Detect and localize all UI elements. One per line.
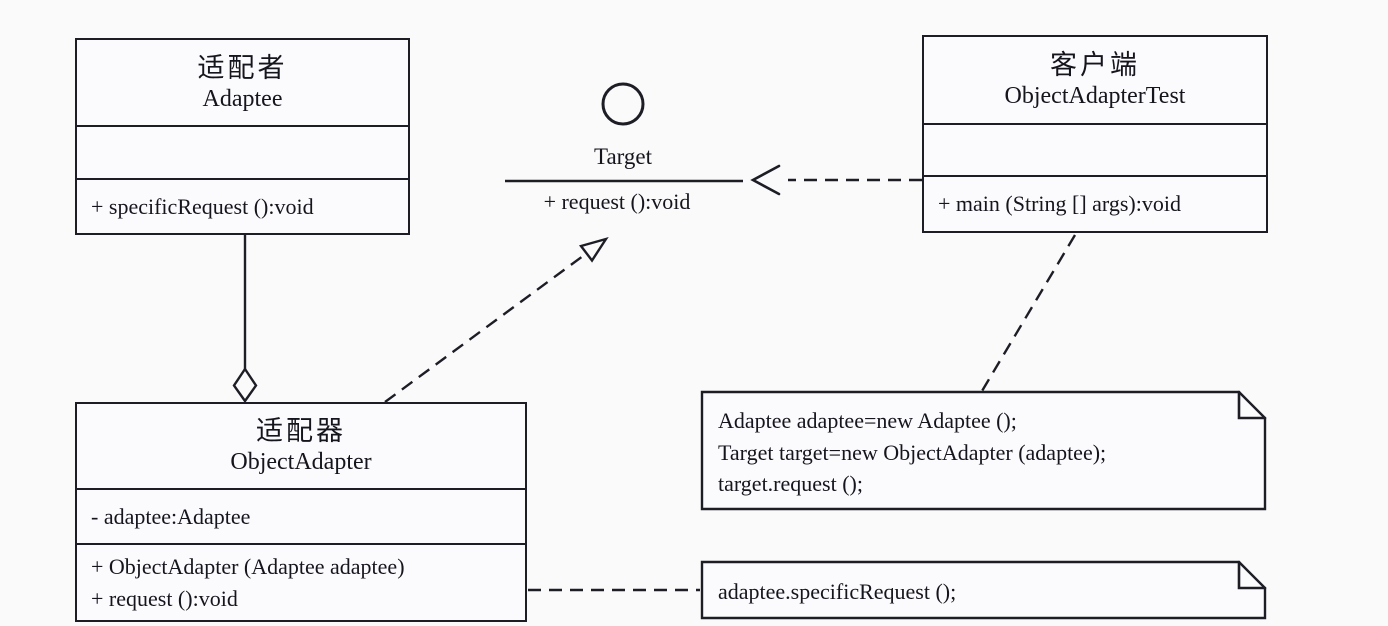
class-client-attributes	[924, 123, 1266, 175]
method-label: + specificRequest ():void	[91, 193, 314, 219]
interface-name: Target	[594, 144, 652, 169]
class-object-adapter-attributes: - adaptee:Adaptee	[77, 488, 525, 543]
attribute-label: - adaptee:Adaptee	[91, 503, 251, 529]
class-adaptee-cn-name: 适配者	[197, 52, 288, 83]
note-line: target.request ();	[718, 471, 863, 496]
method-label: + main (String [] args):void	[938, 191, 1181, 216]
interface-lollipop-icon	[601, 82, 645, 126]
note-client-code-outline	[700, 390, 1267, 511]
interface-method: + request ():void	[543, 189, 691, 214]
dependency-open-arrow-icon	[750, 164, 781, 196]
class-client-title: 客户端 ObjectAdapterTest	[924, 37, 1266, 123]
method-label: + ObjectAdapter (Adaptee adaptee)	[91, 553, 405, 579]
class-object-adapter-en-name: ObjectAdapter	[230, 449, 372, 475]
aggregation-diamond-icon	[232, 366, 258, 404]
class-client-en-name: ObjectAdapterTest	[1004, 83, 1186, 109]
note-request-impl-fold-icon	[1237, 560, 1267, 590]
class-client-methods: + main (String [] args):void	[924, 175, 1266, 231]
class-adaptee-title: 适配者 Adaptee	[77, 40, 408, 125]
note-client-code: Adaptee adaptee=new Adaptee (); Target t…	[718, 405, 1106, 500]
realization-line	[384, 252, 588, 403]
class-object-adapter-title: 适配器 ObjectAdapter	[77, 404, 525, 488]
note-line: adaptee.specificRequest ();	[718, 579, 957, 604]
note-line: Target target=new ObjectAdapter (adaptee…	[718, 439, 1107, 465]
class-client: 客户端 ObjectAdapterTest + main (String [] …	[922, 35, 1268, 233]
class-client-cn-name: 客户端	[1050, 50, 1140, 80]
note-request-impl: adaptee.specificRequest ();	[718, 576, 956, 608]
note-line: Adaptee adaptee=new Adaptee ();	[718, 408, 1017, 433]
note-client-code-fold-icon	[1237, 390, 1267, 420]
note-request-impl-outline	[700, 560, 1267, 620]
class-object-adapter-methods: + ObjectAdapter (Adaptee adaptee) + requ…	[77, 543, 525, 620]
class-object-adapter: 适配器 ObjectAdapter - adaptee:Adaptee + Ob…	[75, 402, 527, 622]
method-label: + request ():void	[91, 585, 238, 611]
class-object-adapter-cn-name: 适配器	[256, 416, 346, 446]
note-anchor-client	[980, 234, 1077, 392]
class-adaptee-en-name: Adaptee	[202, 85, 283, 112]
class-adaptee: 适配者 Adaptee + specificRequest ():void	[75, 38, 410, 235]
class-adaptee-attributes	[77, 125, 408, 178]
realization-triangle-icon	[578, 236, 609, 263]
class-adaptee-methods: + specificRequest ():void	[77, 178, 408, 233]
